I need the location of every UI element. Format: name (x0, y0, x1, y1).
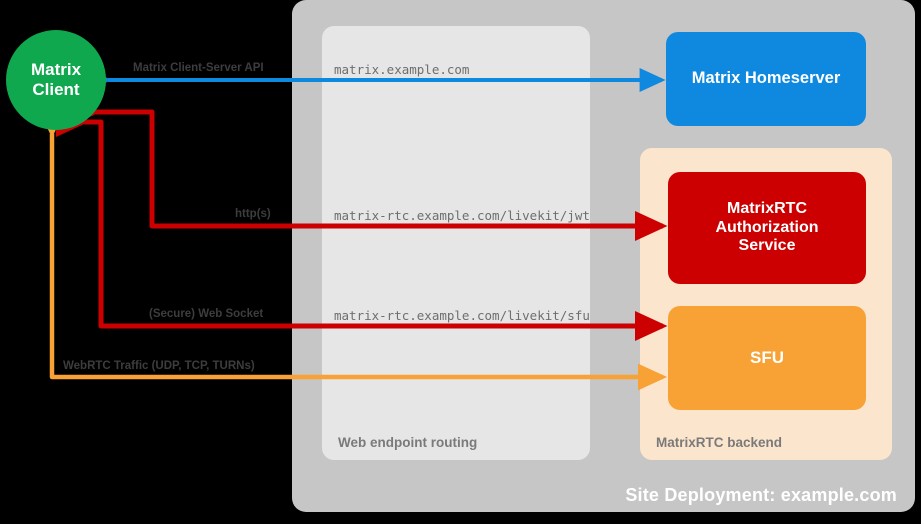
edge-label-http-jwt: http(s) (235, 208, 271, 220)
url-label-livekit-jwt: matrix-rtc.example.com/livekit/jwt (334, 208, 590, 223)
auth-label-line2: Authorization (715, 218, 819, 236)
web-endpoint-routing-container: Web endpoint routing (322, 26, 590, 460)
site-deployment-label: Site Deployment: example.com (625, 485, 897, 505)
edge-label-secure-web-socket: (Secure) Web Socket (149, 308, 264, 320)
url-label-matrix-example-com: matrix.example.com (334, 62, 470, 77)
sfu-label: SFU (750, 347, 784, 367)
node-matrix-homeserver[interactable]: Matrix Homeserver (666, 32, 866, 126)
url-label-livekit-sfu: matrix-rtc.example.com/livekit/sfu (334, 308, 590, 323)
node-matrix-client[interactable]: Matrix Client (6, 30, 106, 130)
matrix-homeserver-label: Matrix Homeserver (691, 69, 841, 88)
edge-label-matrix-client-server-api: Matrix Client-Server API (133, 62, 264, 74)
auth-label-line3: Service (738, 237, 796, 255)
node-sfu[interactable]: SFU (668, 306, 866, 410)
edge-label-webrtc-traffic: WebRTC Traffic (UDP, TCP, TURNs) (63, 360, 255, 372)
auth-label-line1: MatrixRTC (726, 199, 807, 217)
node-matrixrtc-authorization-service[interactable]: MatrixRTC Authorization Service (668, 172, 866, 284)
matrix-client-label-line1: Matrix (30, 60, 82, 80)
matrix-client-label-line2: Client (32, 80, 80, 99)
matrixrtc-backend-label: MatrixRTC backend (656, 435, 783, 450)
web-endpoint-routing-label: Web endpoint routing (338, 435, 478, 450)
